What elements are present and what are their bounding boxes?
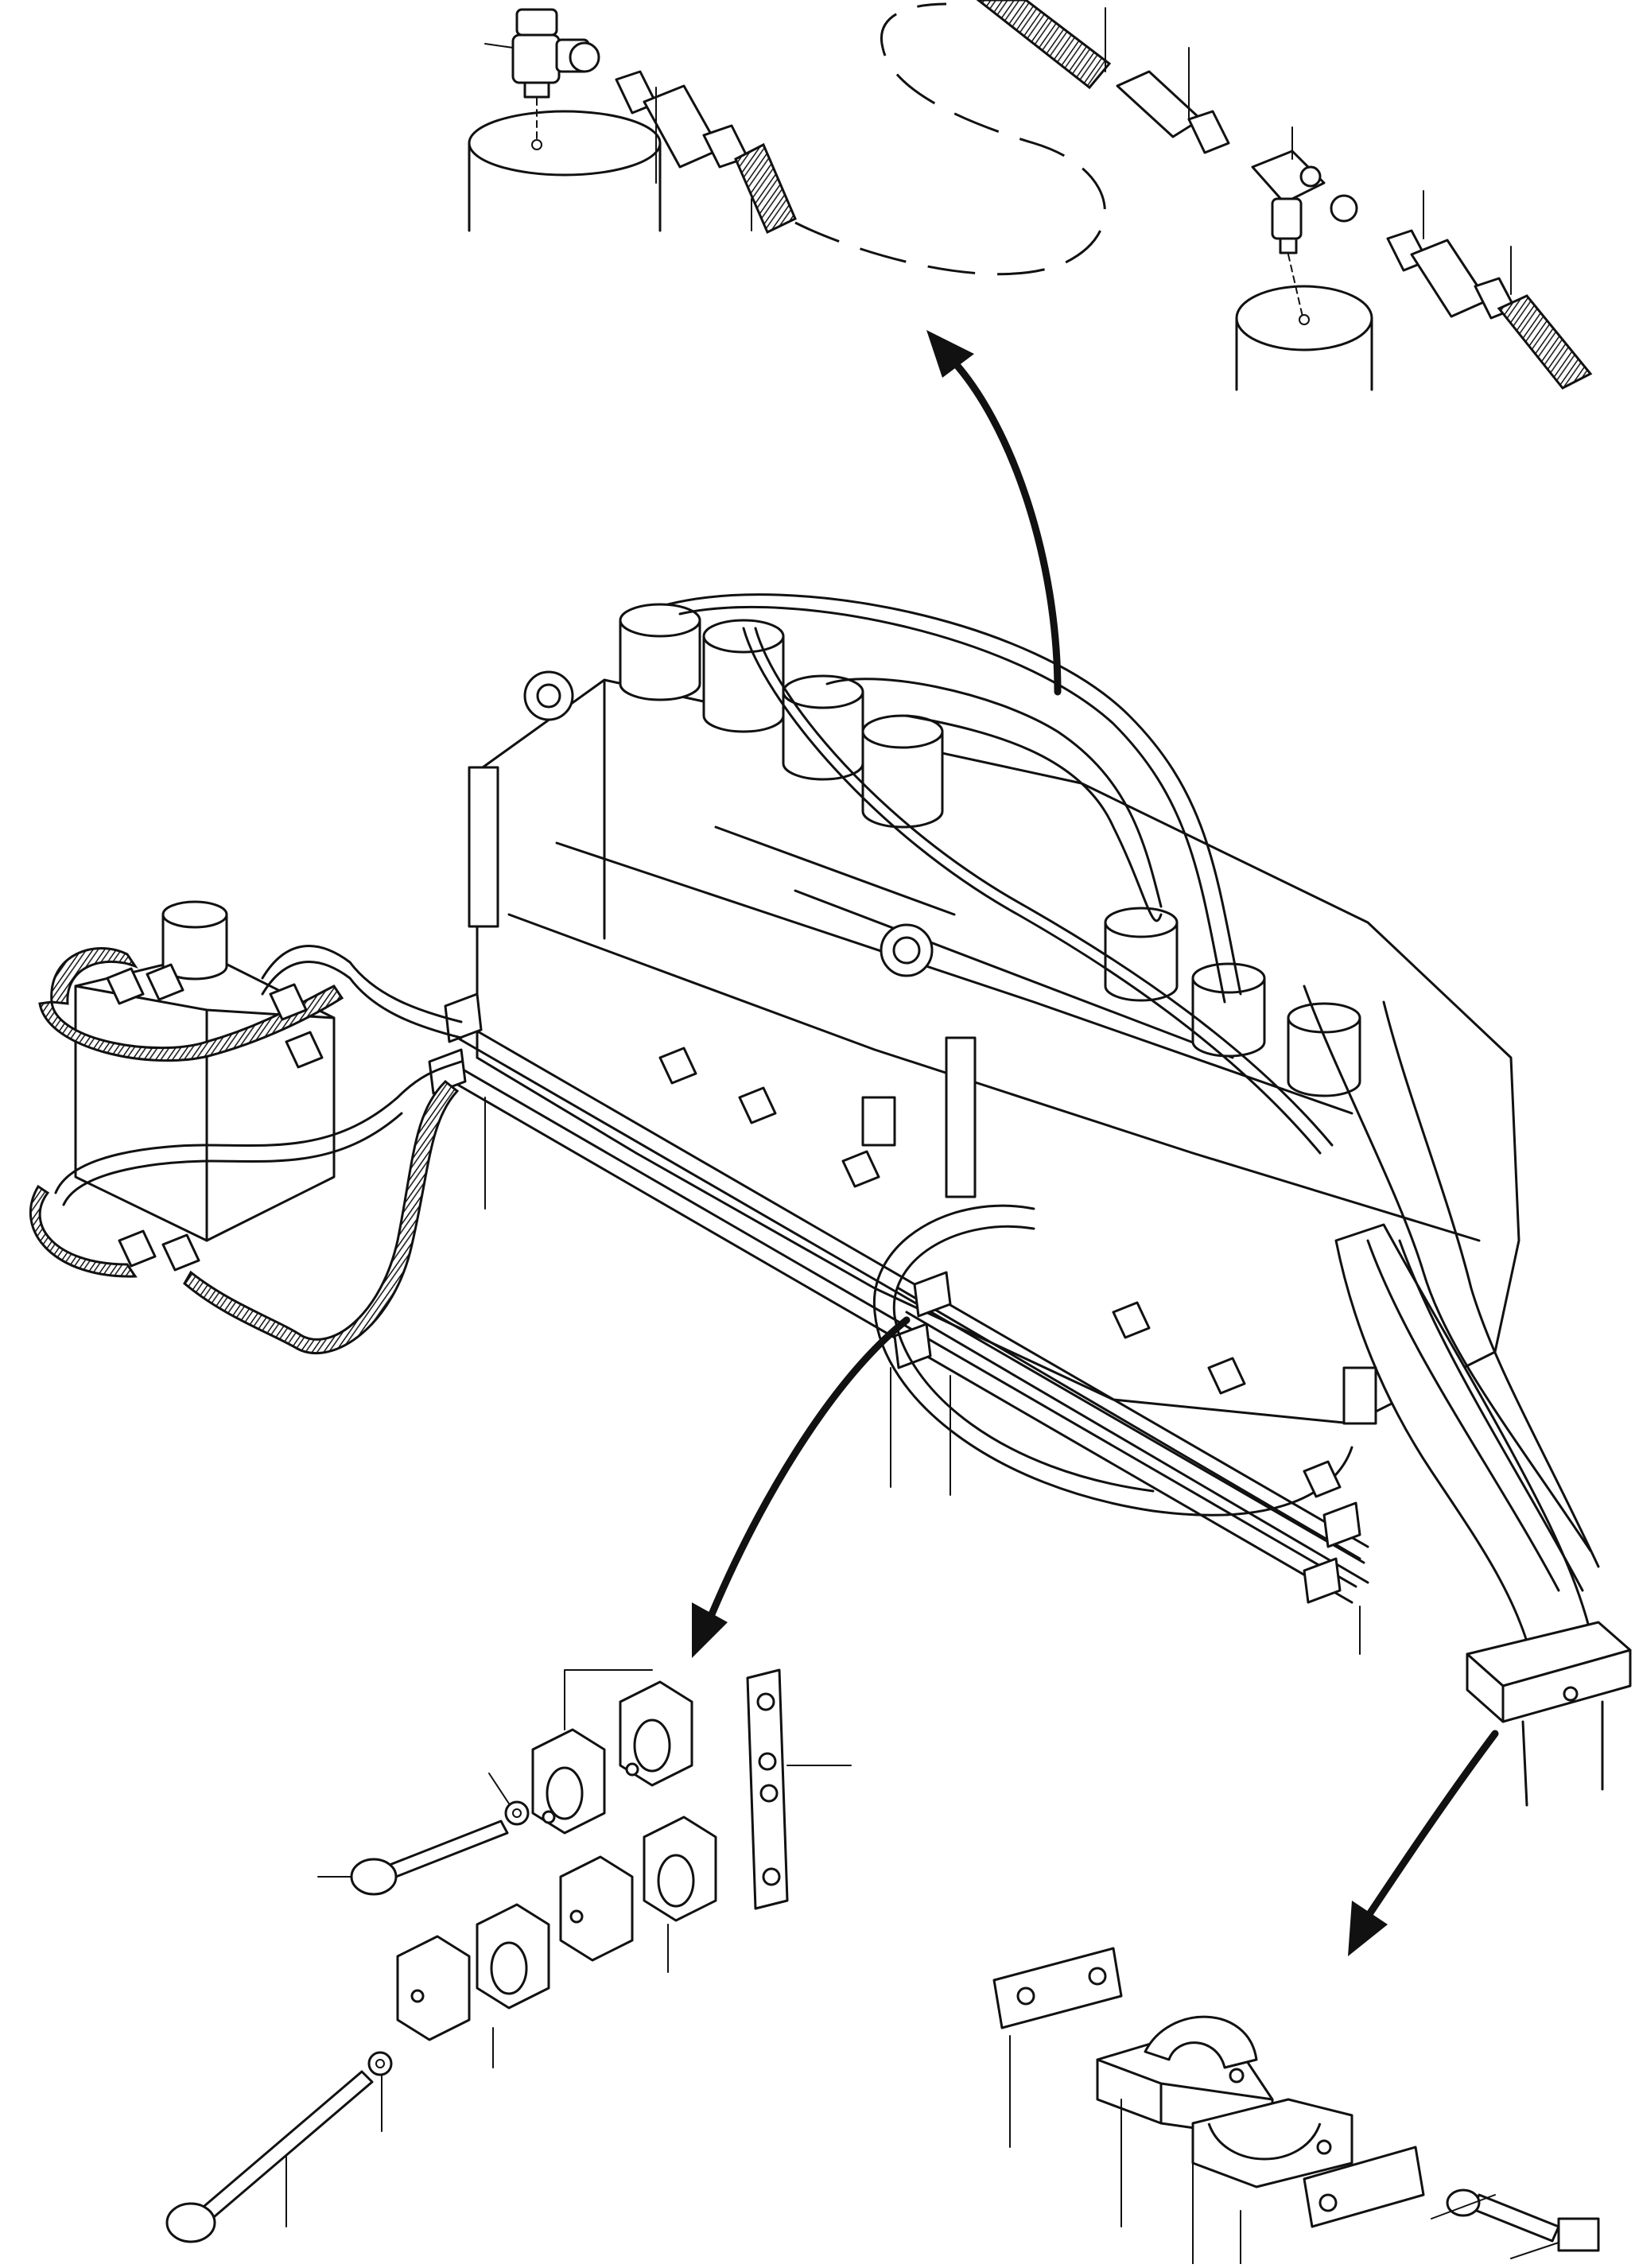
arrow-to-harness-clamp-detail xyxy=(1348,1730,1499,1956)
washer-upper xyxy=(504,1800,530,1826)
harness-bolt xyxy=(1446,2188,1600,2252)
washer-lower xyxy=(367,2051,393,2076)
harness-clamp-half-lower xyxy=(1191,2098,1353,2188)
arrow-to-clamp-detail xyxy=(692,1316,911,1658)
rail-clamps xyxy=(428,766,1377,1604)
arrow-to-fittings-detail xyxy=(926,330,1062,696)
injector-cylinder-right xyxy=(1235,254,1373,391)
harness-plate-rear xyxy=(992,1947,1123,2029)
braided-hose-right xyxy=(1497,294,1593,390)
filter-hose-3 xyxy=(29,1184,138,1278)
harness-clamp-main xyxy=(1466,1621,1632,1807)
clamp-halves-upper xyxy=(531,1669,693,1835)
hose-routing-dashed xyxy=(794,2,1106,276)
detail-harness-clamp xyxy=(992,1947,1600,2265)
bolt-lower xyxy=(165,2070,374,2243)
union-nut-right-top xyxy=(1116,47,1230,154)
union-nut-right-bottom xyxy=(1386,229,1517,320)
detail-injector-fittings xyxy=(468,0,1593,391)
injection-pump-assembly xyxy=(428,593,1632,1807)
braided-hose-top xyxy=(976,0,1112,90)
union-nut-left xyxy=(615,70,749,184)
return-loop xyxy=(872,1204,1353,1517)
banjo-fitting-left xyxy=(484,8,600,99)
fuel-filter-assembly xyxy=(29,900,463,1354)
tee-fitting xyxy=(1251,126,1424,254)
clamp-halves-lower xyxy=(396,1816,717,2068)
small-fittings xyxy=(658,1047,1342,1498)
braided-hose-left xyxy=(734,142,797,235)
detail-line-clamps xyxy=(165,1668,852,2243)
injector-pipes xyxy=(666,593,1600,1568)
filter-hose-2 xyxy=(38,984,344,1062)
bolt-upper xyxy=(317,1819,509,1896)
filter-hose-1 xyxy=(50,947,138,1005)
injector-cylinder-left xyxy=(468,87,662,232)
filter-hose-4 xyxy=(183,1079,460,1354)
